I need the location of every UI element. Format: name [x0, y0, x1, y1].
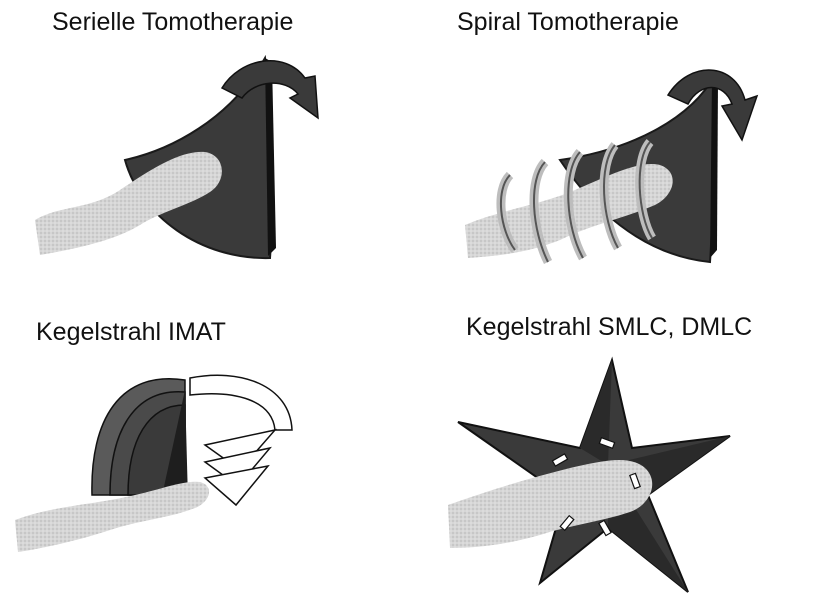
spiral-tomotherapy-figure: [465, 70, 757, 262]
serial-tomotherapy-figure: [35, 58, 318, 258]
imat-figure: [15, 375, 292, 552]
smlc-dmlc-figure: [448, 360, 730, 592]
